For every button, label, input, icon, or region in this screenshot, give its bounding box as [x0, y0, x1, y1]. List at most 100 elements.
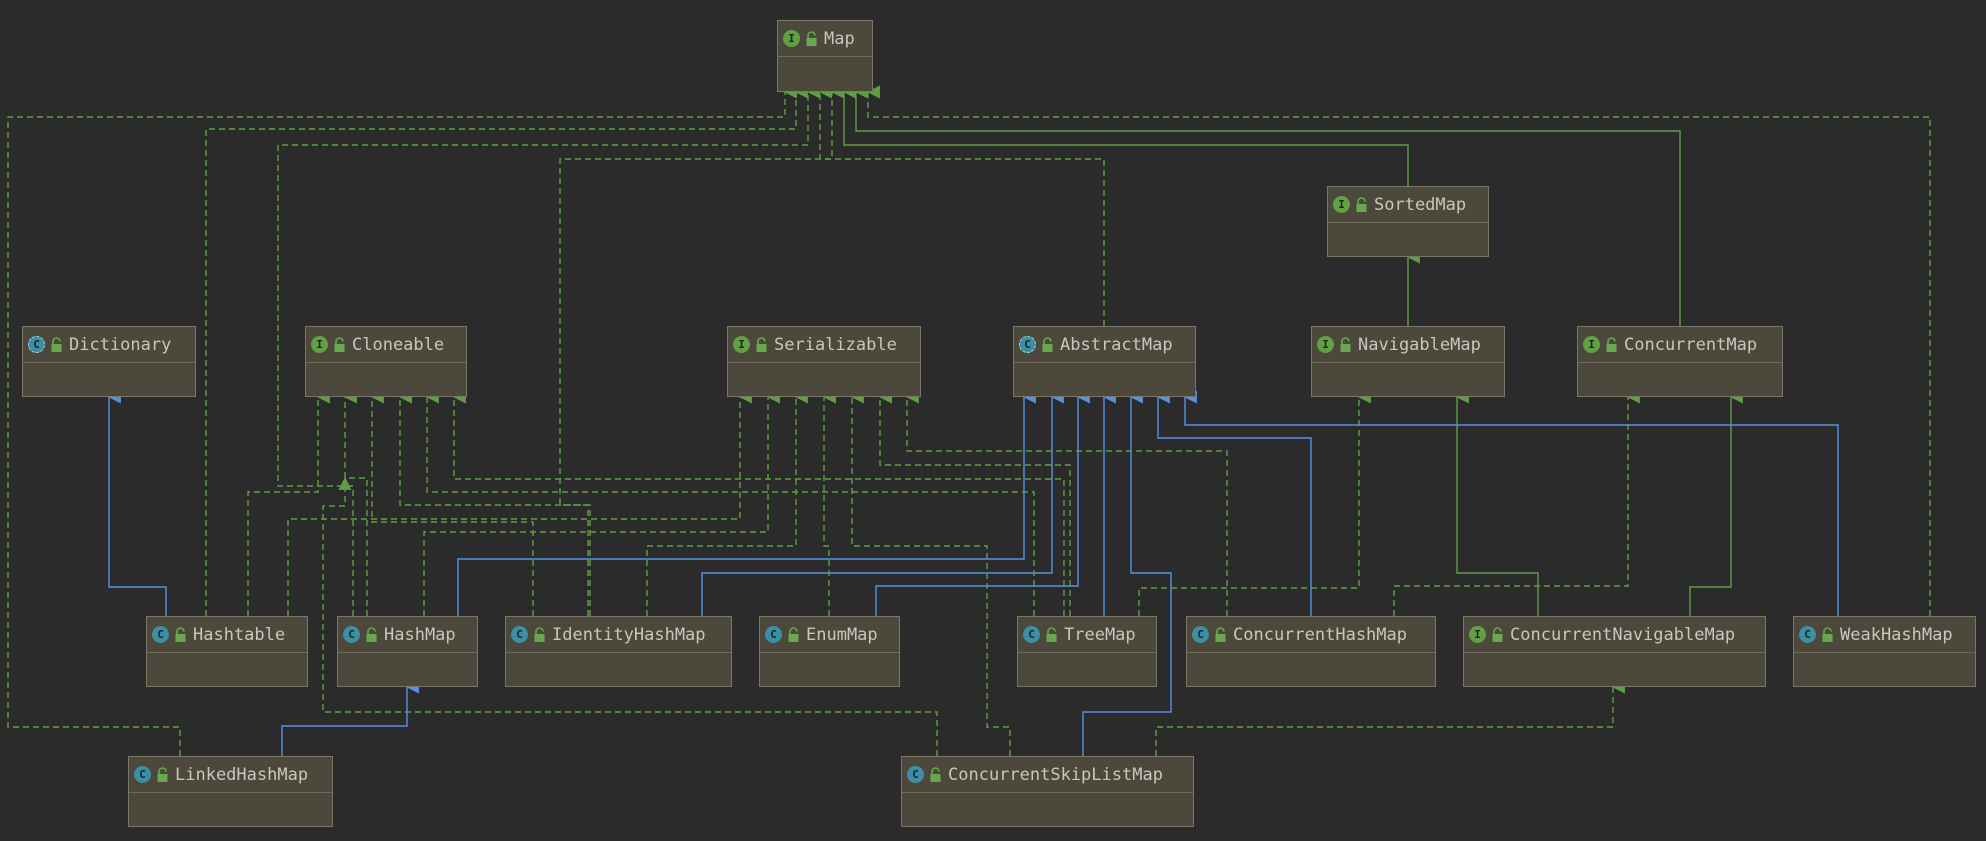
interface-icon: I [1333, 196, 1350, 213]
edge-hashtable-serializable [287, 390, 752, 616]
node-label: LinkedHashMap [175, 764, 309, 785]
node-label: ConcurrentHashMap [1233, 624, 1407, 645]
node-map[interactable]: I Map [777, 20, 873, 92]
edge-identityhashmap-abstractmap [701, 390, 1064, 616]
node-identityhashmap-header: C IdentityHashMap [506, 617, 731, 653]
class-icon: C [134, 766, 151, 783]
node-navigablemap-header: I NavigableMap [1312, 327, 1504, 363]
node-concurrentskiplistmap-header: C ConcurrentSkipListMap [902, 757, 1193, 793]
edge-weakhashmap-map [866, 85, 1931, 616]
node-dictionary-body [23, 363, 195, 397]
node-treemap-header: C TreeMap [1018, 617, 1156, 653]
node-concurrentmap[interactable]: I ConcurrentMap [1577, 326, 1783, 397]
abstract-class-icon: C [1019, 336, 1036, 353]
node-label: ConcurrentSkipListMap [948, 764, 1163, 785]
edge-hashmap-map [277, 85, 820, 616]
public-lock-icon [157, 766, 168, 782]
node-identityhashmap[interactable]: C IdentityHashMap [505, 616, 732, 687]
node-label: Serializable [774, 334, 897, 355]
edge-concurrentnavigablemap-concurrentmap [1689, 390, 1743, 616]
node-hashmap-body [338, 653, 477, 687]
node-weakhashmap-body [1794, 653, 1975, 687]
edge-concurrentmap-map [854, 85, 1681, 326]
class-icon: C [1023, 626, 1040, 643]
node-label: AbstractMap [1060, 334, 1173, 355]
public-lock-icon [1606, 336, 1617, 352]
edge-linkedhashmap-hashmap [281, 680, 419, 756]
edge-enummap-abstractmap [875, 390, 1090, 616]
public-lock-icon [366, 626, 377, 642]
node-enummap[interactable]: C EnumMap [759, 616, 900, 687]
node-concurrenthashmap-header: C ConcurrentHashMap [1187, 617, 1435, 653]
edge-treemap-navigablemap [1138, 390, 1371, 616]
node-concurrenthashmap[interactable]: C ConcurrentHashMap [1186, 616, 1436, 687]
node-treemap-body [1018, 653, 1156, 687]
node-hashtable-header: C Hashtable [147, 617, 307, 653]
node-hashtable[interactable]: C Hashtable [146, 616, 308, 687]
node-map-header: I Map [778, 21, 872, 57]
class-icon: C [152, 626, 169, 643]
node-label: WeakHashMap [1840, 624, 1953, 645]
abstract-class-icon: C [28, 336, 45, 353]
node-label: Cloneable [352, 334, 445, 355]
node-cloneable-body [306, 363, 466, 397]
node-concurrentnavigablemap[interactable]: I ConcurrentNavigableMap [1463, 616, 1766, 687]
public-lock-icon [1492, 626, 1503, 642]
node-hashtable-body [147, 653, 307, 687]
interface-icon: I [783, 30, 800, 47]
edge-hashtable-map [205, 85, 808, 616]
node-label: Map [824, 28, 855, 49]
node-linkedhashmap[interactable]: C LinkedHashMap [128, 756, 333, 827]
node-weakhashmap-header: C WeakHashMap [1794, 617, 1975, 653]
edge-enummap-cloneable [398, 390, 591, 616]
node-treemap[interactable]: C TreeMap [1017, 616, 1157, 687]
node-label: NavigableMap [1358, 334, 1481, 355]
interface-icon: I [1317, 336, 1334, 353]
public-lock-icon [1215, 626, 1226, 642]
edge-concurrenthashmap-serializable [905, 390, 1228, 616]
node-weakhashmap[interactable]: C WeakHashMap [1793, 616, 1976, 687]
node-map-body [778, 57, 872, 91]
node-navigablemap[interactable]: I NavigableMap [1311, 326, 1505, 397]
interface-icon: I [1469, 626, 1486, 643]
node-identityhashmap-body [506, 653, 731, 687]
node-sortedmap[interactable]: I SortedMap [1327, 186, 1489, 257]
interface-icon: I [733, 336, 750, 353]
edge-hashmap-cloneable [343, 390, 368, 616]
edge-enummap-serializable [822, 390, 836, 616]
node-concurrentnavigablemap-header: I ConcurrentNavigableMap [1464, 617, 1765, 653]
public-lock-icon [1356, 196, 1367, 212]
edge-concurrenthashmap-concurrentmap [1393, 390, 1640, 616]
edge-identityhashmap-serializable [646, 390, 808, 616]
class-icon: C [765, 626, 782, 643]
node-label: ConcurrentMap [1624, 334, 1758, 355]
node-serializable[interactable]: I Serializable [727, 326, 921, 397]
public-lock-icon [51, 336, 62, 352]
edge-hashtable-cloneable [247, 390, 330, 616]
edge-concurrentnavigablemap-navigablemap [1455, 390, 1539, 616]
node-label: EnumMap [806, 624, 878, 645]
node-cloneable-header: I Cloneable [306, 327, 466, 363]
node-serializable-body [728, 363, 920, 397]
node-label: Dictionary [69, 334, 172, 355]
edge-abstractmap-map [818, 85, 1105, 326]
public-lock-icon [534, 626, 545, 642]
node-hashmap[interactable]: C HashMap [337, 616, 478, 687]
node-dictionary[interactable]: C Dictionary [22, 326, 196, 397]
public-lock-icon [175, 626, 186, 642]
node-concurrenthashmap-body [1187, 653, 1435, 687]
public-lock-icon [756, 336, 767, 352]
public-lock-icon [1042, 336, 1053, 352]
node-cloneable[interactable]: I Cloneable [305, 326, 467, 397]
node-concurrentskiplistmap[interactable]: C ConcurrentSkipListMap [901, 756, 1194, 827]
interface-icon: I [311, 336, 328, 353]
node-label: ConcurrentNavigableMap [1510, 624, 1736, 645]
node-label: SortedMap [1374, 194, 1467, 215]
node-enummap-body [760, 653, 899, 687]
node-abstractmap[interactable]: C AbstractMap [1013, 326, 1196, 397]
public-lock-icon [334, 336, 345, 352]
public-lock-icon [806, 30, 817, 46]
interface-icon: I [1583, 336, 1600, 353]
class-icon: C [907, 766, 924, 783]
